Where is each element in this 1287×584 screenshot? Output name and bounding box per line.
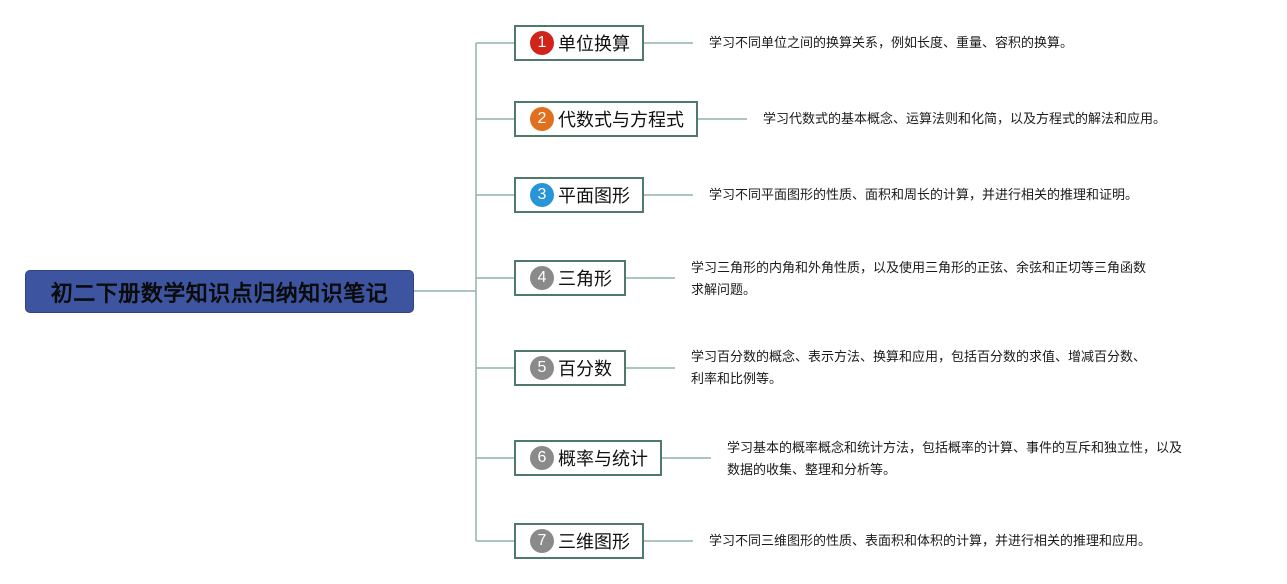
topic-label: 概率与统计 [558,449,648,470]
number-badge-icon: 5 [530,356,554,380]
topic-description-7: 学习不同三维图形的性质、表面积和体积的计算，并进行相关的推理和应用。 [709,534,1152,549]
number-badge-icon: 4 [530,266,554,290]
number-badge-icon: 1 [530,31,554,55]
topic-label: 单位换算 [558,34,630,55]
topic-description-6: 学习基本的概率概念和统计方法，包括概率的计算、事件的互斥和独立性，以及 数据的收… [727,441,1183,478]
topic-label: 平面图形 [558,186,630,207]
topic-description-1: 学习不同单位之间的换算关系，例如长度、重量、容积的换算。 [709,36,1074,51]
topic-label: 百分数 [558,359,612,380]
topic-description-2: 学习代数式的基本概念、运算法则和化简，以及方程式的解法和应用。 [763,112,1167,127]
number-badge-icon: 6 [530,446,554,470]
topic-description-5: 学习百分数的概念、表示方法、换算和应用，包括百分数的求值、增减百分数、 利率和比… [691,350,1147,387]
topic-label: 代数式与方程式 [558,110,684,131]
root-topic[interactable]: 初二下册数学知识点归纳知识笔记 [25,270,414,313]
number-badge-icon: 7 [530,529,554,553]
topic-description-4: 学习三角形的内角和外角性质，以及使用三角形的正弦、余弦和正切等三角函数 求解问题… [691,261,1147,298]
topic-label: 三维图形 [558,532,630,553]
root-topic-label: 初二下册数学知识点归纳知识笔记 [50,281,389,307]
number-badge-icon: 2 [530,107,554,131]
topic-label: 三角形 [558,269,612,290]
number-badge-icon: 3 [530,183,554,207]
topic-description-3: 学习不同平面图形的性质、面积和周长的计算，并进行相关的推理和证明。 [709,188,1139,203]
